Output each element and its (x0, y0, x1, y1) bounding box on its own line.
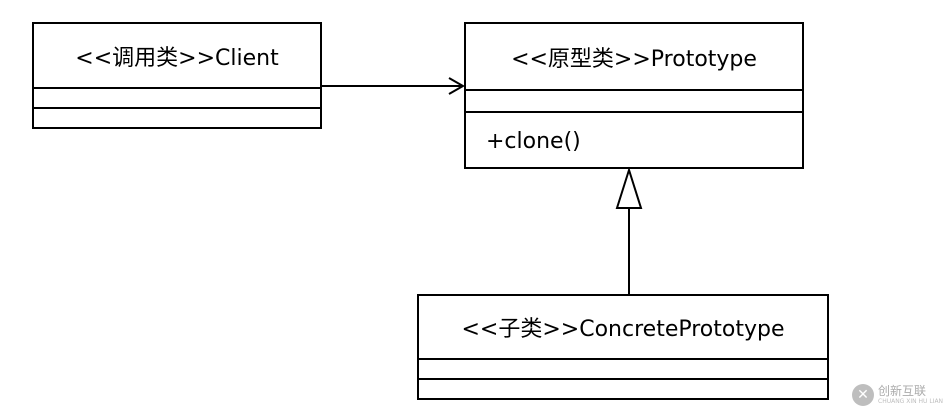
class-client-operations (34, 107, 320, 129)
brand-logo-icon: ✕ (852, 384, 874, 406)
class-prototype: <<原型类>>Prototype +clone() (464, 22, 804, 169)
class-client: <<调用类>>Client (32, 22, 322, 129)
operation-clone: +clone() (486, 128, 581, 154)
class-client-attributes (34, 87, 320, 107)
class-prototype-operations: +clone() (466, 111, 802, 169)
class-concrete-prototype-attributes (419, 358, 827, 378)
class-prototype-title: <<原型类>>Prototype (511, 46, 757, 72)
watermark-text-en: CHUANG XIN HU LIAN (878, 398, 944, 405)
watermark-text-cn: 创新互联 (878, 384, 927, 398)
class-concrete-prototype: <<子类>>ConcretePrototype (417, 294, 829, 400)
generalization-triangle-icon (615, 166, 643, 209)
association-arrowhead-icon (448, 77, 466, 95)
class-client-title: <<调用类>>Client (75, 45, 279, 71)
watermark-text: 创新互联 CHUANG XIN HU LIAN (878, 385, 943, 405)
class-concrete-prototype-title: <<子类>>ConcretePrototype (461, 317, 785, 342)
class-concrete-prototype-operations (419, 378, 827, 400)
generalization-concrete-to-prototype (615, 166, 643, 294)
class-prototype-attributes (466, 89, 802, 111)
watermark: ✕ 创新互联 CHUANG XIN HU LIAN (852, 376, 950, 414)
association-client-to-prototype (322, 77, 466, 95)
